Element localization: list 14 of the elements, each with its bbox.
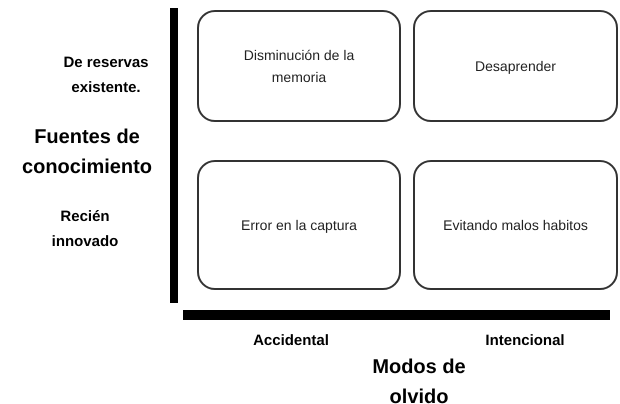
row-label: De reservas existente.	[62, 53, 150, 98]
quadrant-text: Desaprender	[475, 57, 556, 76]
quadrant-text: Error en la captura	[241, 216, 357, 235]
row-label: Recién innovado	[50, 207, 120, 252]
axis-title: Modos de olvido	[371, 355, 467, 404]
quadrant-box	[197, 10, 401, 122]
quadrant-box	[413, 160, 618, 290]
quadrant-box	[197, 160, 401, 290]
quadrant-text: Disminución de la memoria	[242, 46, 356, 87]
axis-title: Fuentes de conocimiento	[20, 125, 153, 180]
quadrant-text: Evitando malos habitos	[443, 216, 588, 235]
column-label: Accidental	[252, 331, 330, 351]
column-label: Intencional	[484, 331, 566, 351]
quadrant-box	[413, 10, 618, 122]
